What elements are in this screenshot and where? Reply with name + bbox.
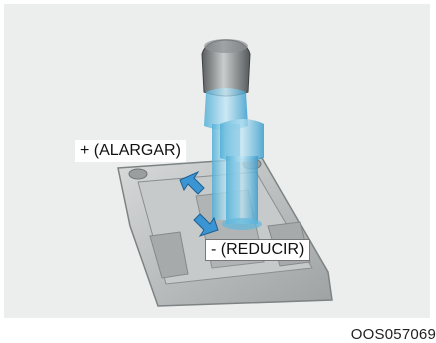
shifter-knob — [202, 39, 250, 96]
figure-code: OOS057069 — [351, 326, 436, 343]
ghost-shifter-lower — [220, 119, 264, 230]
increase-label: + (ALARGAR) — [75, 140, 186, 162]
decrease-label: - (REDUCIR) — [205, 239, 310, 261]
